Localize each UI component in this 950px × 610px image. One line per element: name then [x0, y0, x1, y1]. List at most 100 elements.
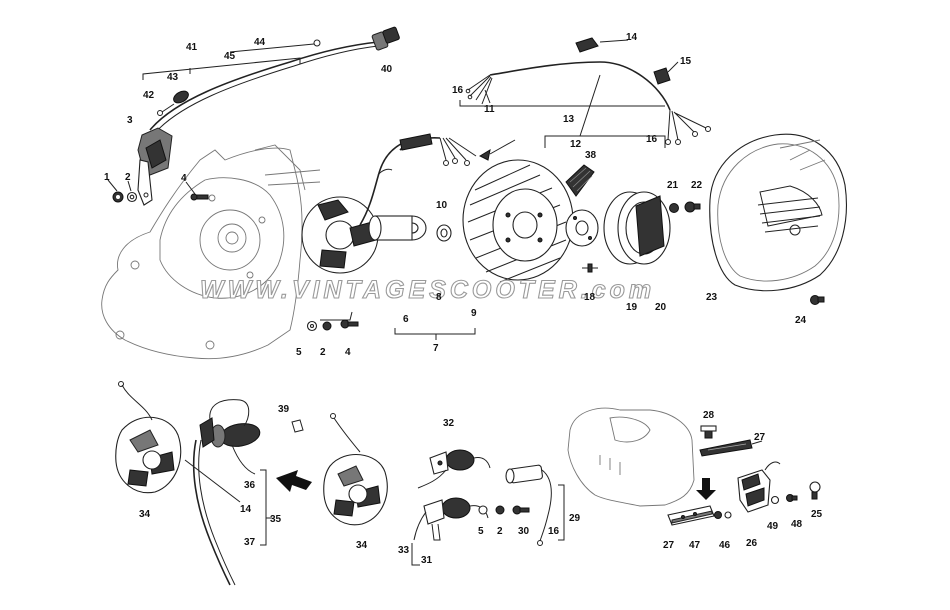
- callout-34b: 34: [356, 540, 368, 551]
- ht-cable-37: [192, 439, 236, 586]
- coil-33: [413, 497, 489, 541]
- callout-29: 29: [569, 513, 581, 524]
- callout-7: 7: [433, 343, 439, 354]
- callout-28: 28: [703, 410, 715, 421]
- callout-14a: 14: [626, 32, 638, 43]
- screw-48: [786, 494, 798, 502]
- callout-21: 21: [667, 180, 679, 191]
- bolt-22: [684, 201, 701, 213]
- wire-loom-13: [465, 61, 711, 145]
- washer-46: [724, 511, 732, 519]
- ignition-coil-3: [137, 127, 173, 206]
- flywheel-fan-9: [462, 159, 574, 283]
- fan-cowl-23: [709, 133, 847, 292]
- condenser-29: [505, 464, 552, 546]
- callout-20: 20: [655, 302, 667, 313]
- screw-25: [809, 481, 821, 500]
- callout-15: 15: [680, 56, 692, 67]
- callout-13: 13: [563, 114, 575, 125]
- callout-2b: 2: [320, 347, 326, 358]
- washer-5c: [478, 505, 488, 515]
- wiring-harness-12: [399, 133, 516, 166]
- watermark: WWW.VINTAGESCOOTER.com: [200, 276, 655, 304]
- bracket-27a: [699, 439, 753, 457]
- callout-31: 31: [421, 555, 433, 566]
- sleeve-15: [653, 67, 671, 85]
- washer-2c: [495, 505, 505, 515]
- callout-8: 8: [436, 292, 442, 303]
- callout-47: 47: [689, 540, 701, 551]
- screw-28: [700, 425, 717, 439]
- callout-49: 49: [767, 521, 779, 532]
- callout-34a: 34: [139, 509, 151, 520]
- magnet-38: [565, 164, 595, 197]
- callout-4a: 4: [181, 173, 187, 184]
- callout-2c: 2: [497, 526, 503, 537]
- callout-40: 40: [381, 64, 393, 75]
- callout-14b: 14: [240, 504, 252, 515]
- callout-5b: 5: [478, 526, 484, 537]
- callout-9: 9: [471, 308, 477, 319]
- callout-19: 19: [626, 302, 638, 313]
- direction-arrow: [276, 470, 312, 492]
- screw-30: [512, 505, 530, 515]
- nut-21: [669, 203, 679, 213]
- callout-42: 42: [143, 90, 155, 101]
- callout-27b: 27: [663, 540, 675, 551]
- nut-47: [714, 511, 722, 519]
- contact-breaker-26: [737, 461, 781, 513]
- callout-labels: 41 44 45 40 43 42 3 1 2 4 14 15 16 11 13…: [104, 32, 823, 566]
- callout-11: 11: [484, 104, 495, 115]
- clip-39: [291, 419, 304, 433]
- callout-35: 35: [270, 514, 282, 525]
- callout-23: 23: [706, 292, 718, 303]
- screw-4b: [340, 319, 359, 329]
- plate-27b: [667, 505, 715, 526]
- callout-30: 30: [518, 526, 530, 537]
- callout-24: 24: [795, 315, 807, 326]
- callout-32: 32: [443, 418, 455, 429]
- spark-plug-cap-43: [157, 90, 189, 116]
- callout-3: 3: [127, 115, 133, 126]
- plate-18: [565, 209, 599, 273]
- callout-33: 33: [398, 545, 410, 556]
- ht-lead-assembly: [137, 26, 400, 206]
- support-frame: [567, 407, 695, 507]
- callout-18: 18: [584, 292, 596, 303]
- callout-16a: 16: [452, 85, 464, 96]
- callout-48: 48: [791, 519, 803, 530]
- nut-1: [112, 191, 124, 203]
- callout-10: 10: [436, 200, 448, 211]
- washer-2b: [322, 321, 332, 331]
- callout-39: 39: [278, 404, 290, 415]
- lockwasher-5: [306, 320, 318, 332]
- hub-bushing: [368, 215, 427, 241]
- callout-12: 12: [570, 139, 582, 150]
- callout-45: 45: [224, 51, 236, 62]
- callout-27a: 27: [754, 432, 766, 443]
- callout-4b: 4: [345, 347, 351, 358]
- screw-24: [810, 295, 825, 305]
- stator-plate-6: [301, 139, 411, 274]
- screw-4: [190, 193, 209, 201]
- cap-20: [635, 195, 665, 257]
- callout-26: 26: [746, 538, 758, 549]
- callout-36: 36: [244, 480, 256, 491]
- connector-40: [371, 26, 400, 51]
- callout-44: 44: [254, 37, 266, 48]
- callout-22: 22: [691, 180, 703, 191]
- callout-16c: 16: [548, 526, 560, 537]
- coil-32: [417, 449, 491, 489]
- callout-1: 1: [104, 172, 110, 183]
- down-arrow: [696, 478, 716, 500]
- callout-43: 43: [167, 72, 179, 83]
- callout-5a: 5: [296, 347, 302, 358]
- callout-37: 37: [244, 537, 256, 548]
- callout-6: 6: [403, 314, 409, 325]
- callout-16b: 16: [646, 134, 658, 145]
- callout-25: 25: [811, 509, 823, 520]
- washer-10: [436, 224, 452, 242]
- callout-46: 46: [719, 540, 731, 551]
- stator-assembly-34a: [115, 381, 182, 494]
